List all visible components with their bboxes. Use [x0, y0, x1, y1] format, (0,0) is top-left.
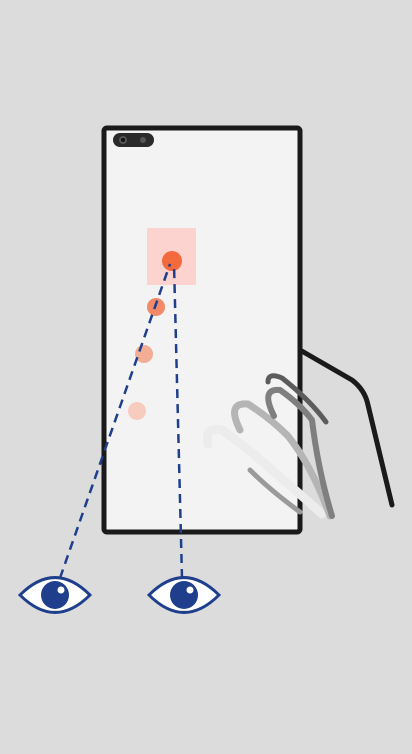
finger-trail: [265, 386, 335, 519]
finger-trail: [247, 467, 303, 515]
eye-highlight: [57, 586, 65, 594]
finger-trail: [265, 373, 329, 425]
hand-swipe-icon: [202, 373, 335, 520]
eye-iris: [41, 581, 69, 609]
arm-outline: [297, 347, 395, 508]
gaze-point-dot: [162, 251, 182, 271]
gaze-line-left: [58, 263, 172, 579]
gaze-trail-dot: [135, 345, 153, 363]
gaze-line-right: [172, 263, 184, 579]
gaze-trail-dot: [128, 402, 146, 420]
camera-lens: [121, 138, 125, 142]
camera-sensor: [140, 137, 146, 143]
eye-highlight: [186, 586, 194, 594]
finger-trail: [202, 424, 327, 519]
eye-icon: [17, 576, 93, 614]
eye-iris: [170, 581, 198, 609]
eye-icon: [146, 576, 222, 614]
finger-trail: [231, 400, 334, 520]
